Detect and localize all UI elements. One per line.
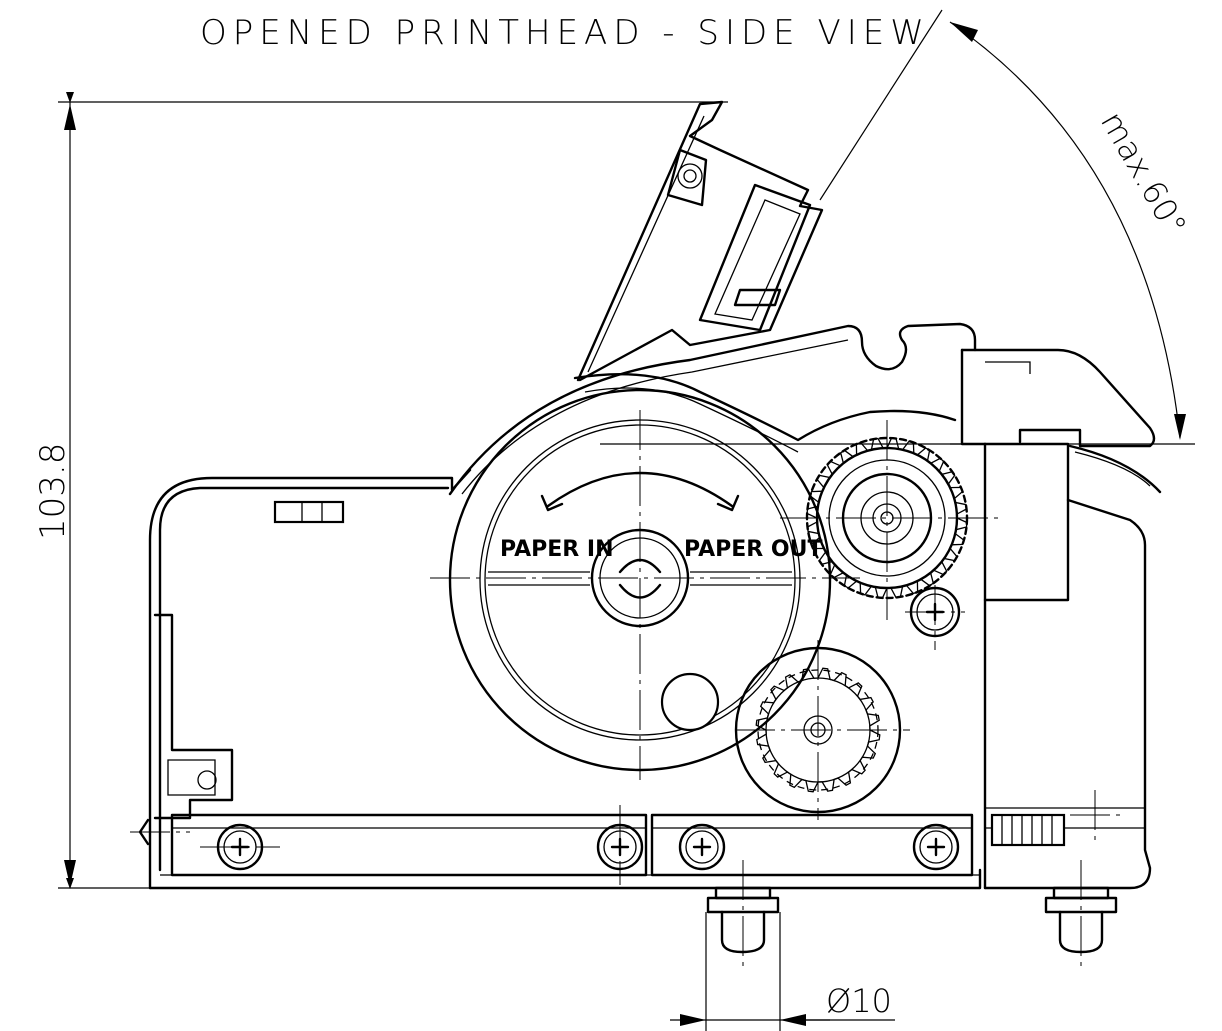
ribbed-connector	[990, 813, 1066, 847]
height-dimension: 103.8	[33, 92, 728, 889]
gear-screw	[905, 585, 965, 650]
rail-screws	[130, 805, 960, 885]
angle-dimension-label: max.60°	[1093, 105, 1194, 242]
opened-printhead-arm	[576, 100, 824, 382]
screw-3	[678, 823, 726, 871]
main-housing	[138, 468, 982, 890]
screw-4	[912, 823, 960, 871]
upper-cover	[448, 322, 1060, 496]
height-dimension-label: 103.8	[33, 443, 73, 540]
upper-gear	[780, 420, 1000, 620]
paper-in-label: PAPER IN	[500, 537, 613, 562]
drawing-title: OPENED PRINTHEAD - SIDE VIEW	[200, 13, 930, 53]
paper-dial: PAPER IN PAPER OUT	[430, 388, 860, 780]
angle-dimension: max.60°	[819, 9, 1195, 445]
lower-gear	[734, 640, 910, 820]
diameter-dimension-label: Ø10	[826, 982, 892, 1020]
bottom-rails	[170, 813, 974, 877]
right-foot	[1044, 860, 1118, 970]
paper-out-label: PAPER OUT	[684, 537, 822, 562]
right-frame	[960, 348, 1162, 890]
diameter-dimension: Ø10	[670, 912, 895, 1031]
upper-gear-teeth	[806, 437, 968, 599]
left-foot	[706, 860, 780, 970]
lower-gear-teeth	[755, 667, 881, 793]
screw-1	[200, 823, 280, 871]
